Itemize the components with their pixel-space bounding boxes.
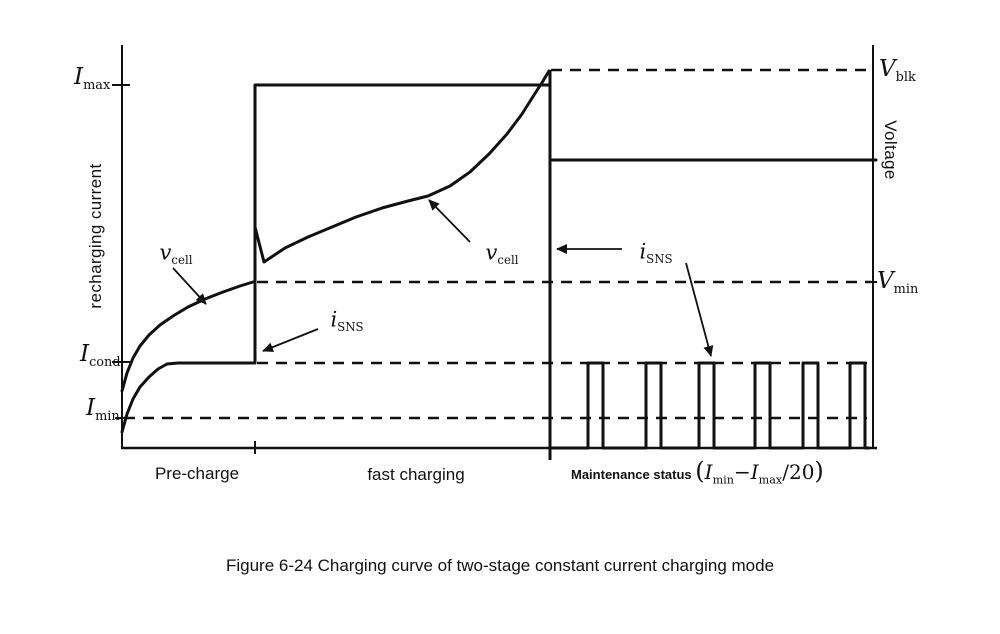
vcell-label-precharge: vcell [159, 240, 193, 267]
isns-label-maintenance: iSNS [639, 239, 673, 266]
v_cell-fastcharge-curve [253, 69, 551, 264]
maintenance-status-text: Maintenance status [571, 467, 692, 482]
region-label-maintenance: Maintenance status (Imin−Imax/20) [571, 457, 824, 485]
imin-axis-label: Imin [86, 395, 120, 424]
arrow-vcell-precharge [172, 267, 207, 305]
arrow-isns-maintenance-pulse [685, 262, 714, 357]
imax-axis-label: Imax [74, 64, 111, 93]
icond-axis-label: Icond [80, 341, 121, 370]
region-label-precharge: Pre-charge [154, 464, 240, 483]
arrow-isns-precharge [262, 328, 319, 352]
left-axis-title: recharging current [86, 163, 105, 309]
region-label-fastcharging: fast charging [367, 465, 465, 484]
vblk-axis-label: Vblk [879, 56, 916, 85]
v_cell-precharge-curve [120, 280, 255, 393]
arrow-vcell-fastcharge [428, 199, 471, 243]
vmin-axis-label: Vmin [877, 268, 919, 297]
vcell-label-fastcharge: vcell [485, 240, 519, 267]
maintenance-formula: (Imin−Imax/20) [695, 457, 824, 487]
isns-label-precharge: iSNS [330, 307, 364, 334]
figure-caption: Figure 6-24 Charging curve of two-stage … [225, 556, 775, 575]
i_SNS-current-curve [120, 83, 871, 450]
right-axis-title: Voltage [881, 120, 900, 180]
